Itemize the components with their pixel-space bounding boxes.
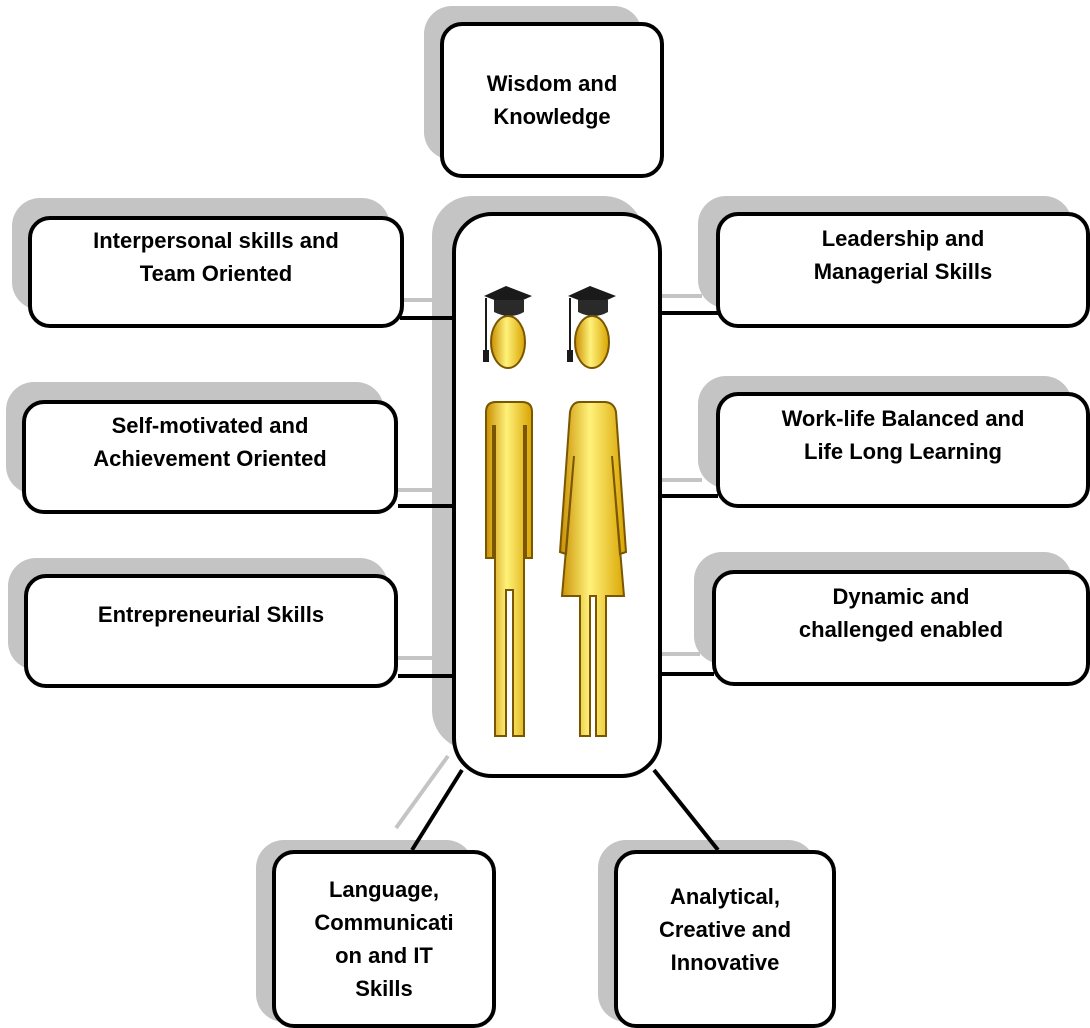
connector-bottom-right: [652, 768, 720, 852]
graduate-male-icon: [483, 286, 533, 737]
connector-bottom-left: [410, 768, 464, 852]
node-bottom-right-line-2: Creative and: [658, 916, 792, 942]
node-left-3-line-1: Entrepreneurial Skills: [97, 601, 325, 627]
node-dynamic-challenged: Dynamic and challenged enabled: [712, 570, 1090, 686]
node-left-1-line-2: Team Oriented: [139, 261, 293, 286]
node-bottom-right-line-3: Innovative: [670, 949, 780, 975]
female-head-icon: [574, 315, 610, 369]
node-language-communication-it: Language, Communicati on and IT Skills: [272, 850, 496, 1028]
center-box: [452, 212, 662, 778]
node-entrepreneurial-skills: Entrepreneurial Skills: [24, 574, 398, 688]
node-top-line-1: Wisdom and: [486, 71, 618, 96]
node-right-1-line-2: Managerial Skills: [813, 259, 993, 284]
male-head-icon: [490, 315, 526, 369]
node-top-line-2: Knowledge: [493, 104, 611, 129]
node-right-2-line-2: Life Long Learning: [804, 439, 1002, 464]
node-bottom-left-line-2: Communicati: [314, 910, 454, 935]
female-body-icon: [558, 401, 628, 737]
node-left-1-line-1: Interpersonal skills and: [93, 228, 339, 253]
graduates-illustration: [483, 286, 628, 737]
node-bottom-left-line-3: on and IT: [335, 943, 433, 968]
node-left-2-line-2: Achievement Oriented: [93, 446, 327, 471]
node-bottom-left-line-1: Language,: [328, 877, 439, 902]
node-right-3-line-2: challenged enabled: [798, 617, 1004, 642]
female-cap-base-icon: [578, 300, 608, 316]
graduate-female-icon: [558, 286, 628, 737]
node-right-2-line-1: Work-life Balanced and: [781, 406, 1025, 431]
male-cap-base-icon: [494, 300, 524, 316]
male-body-icon: [485, 401, 533, 737]
node-bottom-left-line-4: Skills: [355, 976, 413, 1001]
node-left-2-line-1: Self-motivated and: [111, 413, 309, 438]
node-right-1-line-1: Leadership and: [821, 226, 985, 251]
connector-shadow-bottom-left: [394, 754, 450, 830]
node-bottom-right-line-1: Analytical,: [669, 883, 781, 909]
node-right-3-line-1: Dynamic and: [832, 584, 970, 609]
